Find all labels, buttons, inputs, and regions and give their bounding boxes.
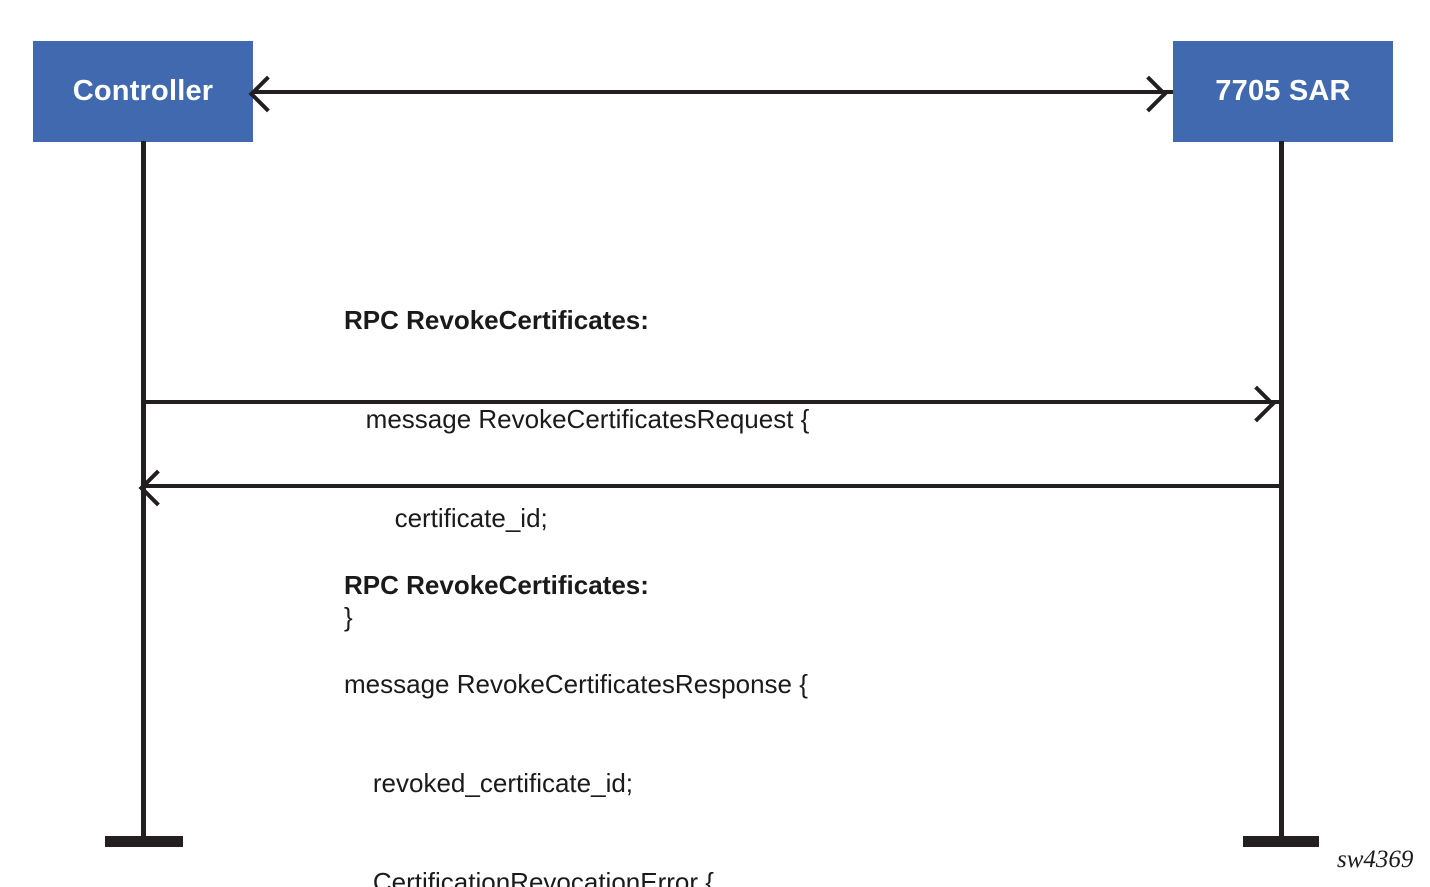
code-line: message RevokeCertificatesRequest { [344,404,810,434]
code-line: certificate_id; [344,503,548,533]
actor-box-controller: Controller [33,41,253,142]
watermark: sw4369 [1337,846,1414,873]
actor-label-device: 7705 SAR [1215,75,1351,107]
message-line-response [142,484,1283,488]
lifeline-terminator-controller [105,836,183,847]
association-line-top [253,90,1173,94]
message-line-request [142,400,1281,404]
annotation-response: RPC RevokeCertificates: message RevokeCe… [344,503,808,887]
code-line: message RevokeCertificatesResponse { [344,669,808,699]
actor-label-controller: Controller [72,75,214,107]
code-line: RPC RevokeCertificates: [344,305,649,335]
code-line: revoked_certificate_id; [344,768,634,798]
lifeline-device [1279,141,1284,842]
code-line: CertificationRevocationError { [344,867,714,887]
lifeline-terminator-device [1243,836,1319,847]
annotation-request: RPC RevokeCertificates: message RevokeCe… [344,238,809,700]
arrow-right-icon [1130,75,1168,113]
code-line: } [344,602,353,632]
arrow-right-icon [1238,385,1276,423]
lifeline-controller [141,141,146,842]
code-line: RPC RevokeCertificates: [344,570,649,600]
arrow-left-icon [248,75,286,113]
actor-box-device: 7705 SAR [1173,41,1393,142]
